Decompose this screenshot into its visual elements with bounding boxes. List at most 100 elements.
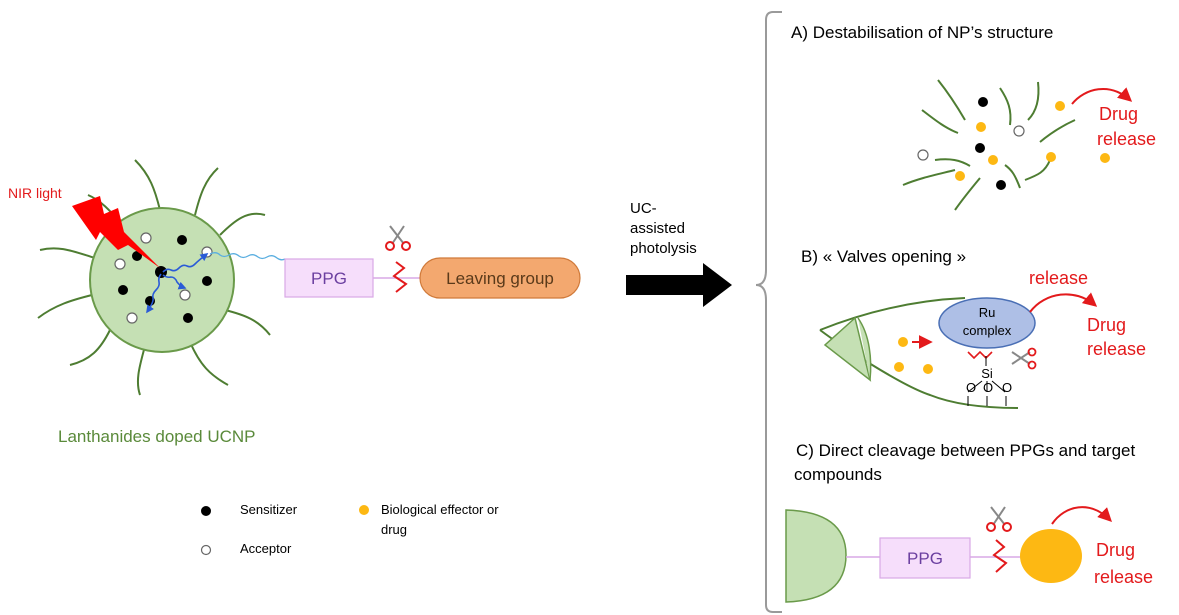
ligand <box>194 167 219 216</box>
o-label: O <box>1002 380 1012 395</box>
acceptor-dot <box>201 246 213 258</box>
ligand-fragment <box>1039 119 1076 143</box>
arrow-label-1: UC- <box>630 200 657 217</box>
pore-wall-top <box>819 297 966 331</box>
si-o-bond <box>967 380 983 393</box>
acceptor-dot <box>126 312 138 324</box>
mesopore <box>819 297 1019 409</box>
legend-effector-label-2: drug <box>381 522 407 537</box>
acceptor-dot <box>140 232 152 244</box>
drug-dot <box>955 171 965 181</box>
ligand <box>69 329 111 366</box>
drug-dot <box>1055 101 1065 111</box>
ru-label-2: complex <box>963 323 1012 338</box>
ligand-fragment <box>1027 81 1040 121</box>
ligand <box>136 345 146 396</box>
transfer-arrow <box>146 273 162 314</box>
panel-a-drug-label: Drug <box>1099 104 1138 124</box>
acceptor-dot <box>917 149 929 161</box>
ligand-fragment <box>934 158 971 167</box>
legend-sensitizer-label: Sensitizer <box>240 502 298 517</box>
cleavable-bond <box>967 350 993 360</box>
emission-wave <box>209 252 286 261</box>
panel-a-release-arrow <box>1071 87 1133 105</box>
ligand-fragment <box>999 87 1012 126</box>
panel-b-release-top: release <box>1029 268 1088 288</box>
panel-c-ppg-box <box>879 537 971 579</box>
scissors-icon <box>385 225 411 251</box>
nanoparticle-cap <box>823 316 872 382</box>
panel-a-fragments <box>902 79 1076 211</box>
ligand-fragment <box>937 79 966 121</box>
legend-acceptor-dot <box>200 544 212 556</box>
ligand <box>189 341 229 386</box>
drug-dot <box>923 364 933 374</box>
ligand <box>39 247 96 259</box>
arrow-label-2: assisted <box>630 220 685 237</box>
drug-dot <box>898 337 908 347</box>
arrow-label-3: photolysis <box>630 240 697 257</box>
panel-b-drug-label: Drug <box>1087 315 1126 335</box>
panel-c-drug-label: Drug <box>1096 540 1135 560</box>
ligand <box>224 309 271 336</box>
nir-label: NIR light <box>8 185 62 201</box>
sensitizer-dot <box>202 276 212 286</box>
ligand-fragment <box>1004 164 1021 189</box>
ligand <box>219 212 266 236</box>
cleavable-bond <box>392 261 408 293</box>
drug-molecule <box>1020 529 1082 583</box>
ligand-fragment <box>1024 159 1051 181</box>
panel-c-title-1: C) Direct cleavage between PPGs and targ… <box>796 441 1136 460</box>
panel-c-release-label: release <box>1094 567 1153 587</box>
drug-dot <box>1100 153 1110 163</box>
o-label: O <box>966 380 976 395</box>
ucnp-ligands <box>37 159 271 396</box>
legend-sensitizer-dot <box>201 506 211 516</box>
panel-a-title: A) Destabilisation of NP’s structure <box>791 23 1053 42</box>
transfer-arrow <box>162 274 187 290</box>
scissors-icon <box>986 506 1012 532</box>
si-label: Si <box>981 366 993 381</box>
ppg-box <box>284 258 374 298</box>
legend-effector-dot <box>359 505 369 515</box>
energy-transfer-arrows <box>146 252 286 314</box>
sensitizer-dot <box>118 285 128 295</box>
panel-b-release-label: release <box>1087 339 1146 359</box>
panel-c-ppg-label: PPG <box>907 549 943 568</box>
drug-dot <box>894 362 904 372</box>
sensitizer-dot <box>978 97 988 107</box>
nanoparticle-half <box>785 509 847 603</box>
ucnp-label: Lanthanides doped UCNP <box>58 427 256 446</box>
sensitizer-dot <box>996 180 1006 190</box>
ligand-fragment <box>954 177 981 211</box>
acceptor-dot <box>114 258 126 270</box>
ppg-label: PPG <box>311 269 347 288</box>
legend-effector-label-1: Biological effector or <box>381 502 499 517</box>
nir-lightning-icon <box>72 196 160 268</box>
leaving-group-box <box>419 257 581 299</box>
drug-dot <box>976 122 986 132</box>
dopants <box>114 232 213 324</box>
acceptor-dot <box>1013 125 1025 137</box>
sensitizer-dot <box>975 143 985 153</box>
drug-dot <box>988 155 998 165</box>
legend-acceptor-label: Acceptor <box>240 541 292 556</box>
panel-c-release-arrow <box>1051 506 1112 525</box>
ligand <box>134 159 161 211</box>
leaving-group-label: Leaving group <box>446 269 554 288</box>
transfer-arrow <box>162 253 209 273</box>
panel-a-dots <box>917 97 1110 190</box>
sensitizer-dot <box>177 235 187 245</box>
panel-b-title: B) « Valves opening » <box>801 247 966 266</box>
panel-a-release-label: release <box>1097 129 1156 149</box>
acceptor-dot <box>179 289 191 301</box>
ligand-fragment <box>921 109 959 134</box>
o-label: O <box>983 380 993 395</box>
ligand <box>37 294 93 319</box>
drug-dot <box>1046 152 1056 162</box>
ru-complex <box>938 297 1036 349</box>
sensitizer-dot <box>183 313 193 323</box>
nanoparticle-cap-curve <box>857 317 872 381</box>
scissors-icon <box>1011 347 1037 370</box>
